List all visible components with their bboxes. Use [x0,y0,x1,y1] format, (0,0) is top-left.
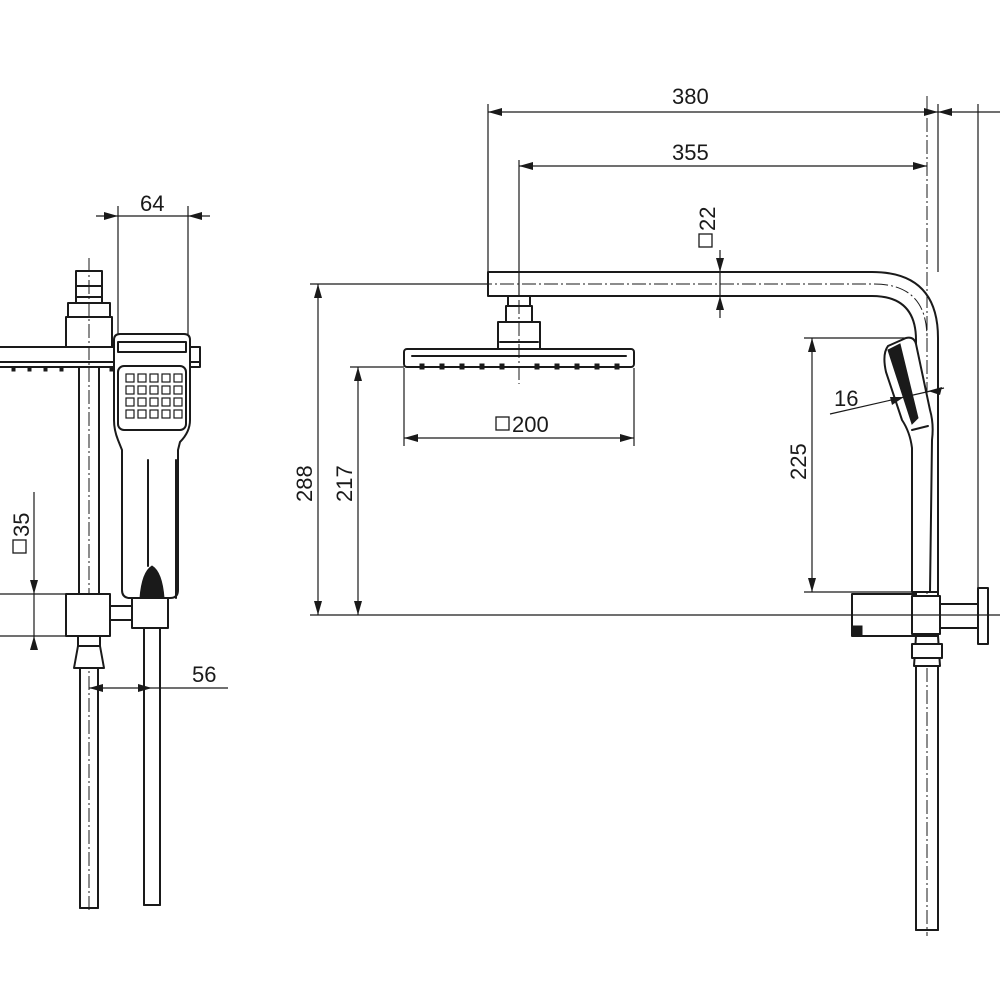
side-hand-shower-cone [139,565,165,599]
dim-height-to-arm: 288 [292,465,317,502]
dim-arm-section: 22 [695,207,720,231]
dim-bracket-offset: 56 [192,662,216,687]
dim-height-to-head: 217 [332,465,357,502]
shower-arm [487,271,939,593]
head-nozzles [419,363,620,370]
wall-bracket-knob [851,625,863,637]
side-spray-nozzles-grid [125,373,183,419]
side-bracket-arm [109,605,133,621]
dim-arm-square-label: 22 [695,207,720,248]
wall-flange [977,587,989,645]
dim-head-size: 200 [512,412,549,437]
wall-bracket-arm [939,603,979,629]
side-holder-block [131,597,169,629]
hand-shower-face [887,343,919,425]
lower-nut [911,643,943,659]
side-view: 64 35 56 [0,191,228,912]
dim-side-width: 64 [140,191,164,216]
front-view: 380 355 22 200 288 [292,84,1000,936]
dim-bracket-size: 35 [9,513,34,537]
dim-hand-shower-section: 16 [834,386,858,411]
side-wall-bracket [65,593,111,637]
dim-overall-width: 380 [672,84,709,109]
dim-head-square-label: 200 [495,412,549,437]
side-hand-shower-top [117,341,187,353]
side-lower-elbow [73,645,105,669]
dim-hand-shower-height: 225 [786,443,811,480]
dim-arm-reach: 355 [672,140,709,165]
dim-bracket-square-label: 35 [9,513,34,554]
side-lower-nut [77,635,101,647]
